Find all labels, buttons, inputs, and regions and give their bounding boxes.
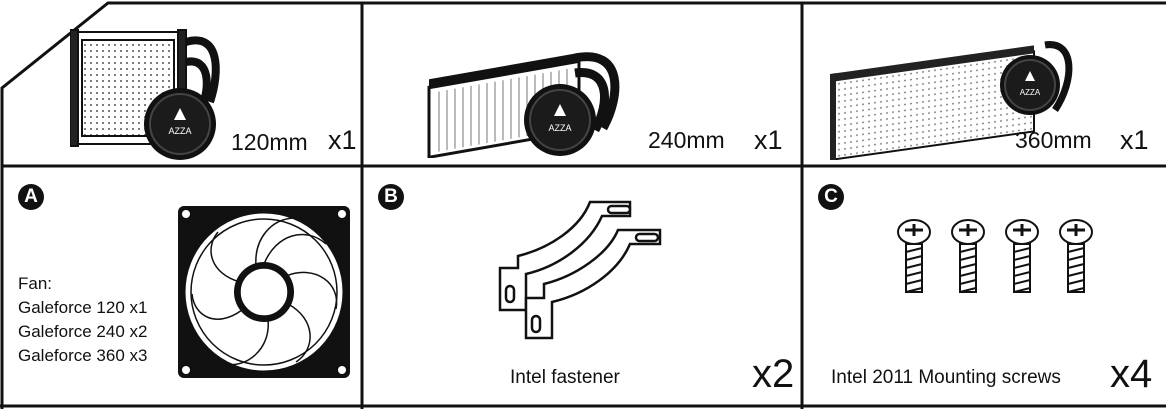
radiator-120-icon: AZZA [70, 29, 220, 160]
part-qty-c: x4 [1110, 352, 1153, 396]
fan-list-item: Galeforce 240 x2 [18, 322, 148, 341]
fan-list-item: Galeforce 360 x3 [18, 346, 148, 365]
fan-icon [178, 206, 350, 378]
cooler-size-label: 120mm [231, 129, 308, 155]
cooler-size-label: 240mm [648, 127, 725, 153]
part-badge-a: A [18, 184, 44, 210]
cooler-logo: AZZA [548, 123, 571, 133]
part-badge-c: C [818, 184, 844, 210]
fan-list-item: Galeforce 120 x1 [18, 298, 148, 317]
cooler-qty-label: x1 [1120, 125, 1149, 155]
part-caption-b: Intel fastener [510, 367, 620, 388]
mounting-screw-icon [896, 218, 1094, 294]
fan-list-title: Fan: [18, 274, 53, 293]
cooler-logo: AZZA [1020, 88, 1041, 97]
part-badge-b: B [378, 184, 404, 210]
radiator-360-icon: AZZA [830, 41, 1073, 160]
cooler-qty-label: x1 [328, 125, 357, 155]
fan-list: Fan: Galeforce 120 x1 Galeforce 240 x2 G… [18, 272, 147, 368]
part-caption-c: Intel 2011 Mounting screws [831, 367, 1061, 388]
part-qty-b: x2 [752, 352, 795, 396]
cooler-logo: AZZA [168, 126, 191, 136]
intel-fastener-icon [498, 200, 662, 340]
cooler-size-label: 360mm [1015, 127, 1092, 153]
cooler-qty-label: x1 [754, 125, 783, 155]
radiator-240-icon: AZZA [427, 52, 620, 158]
